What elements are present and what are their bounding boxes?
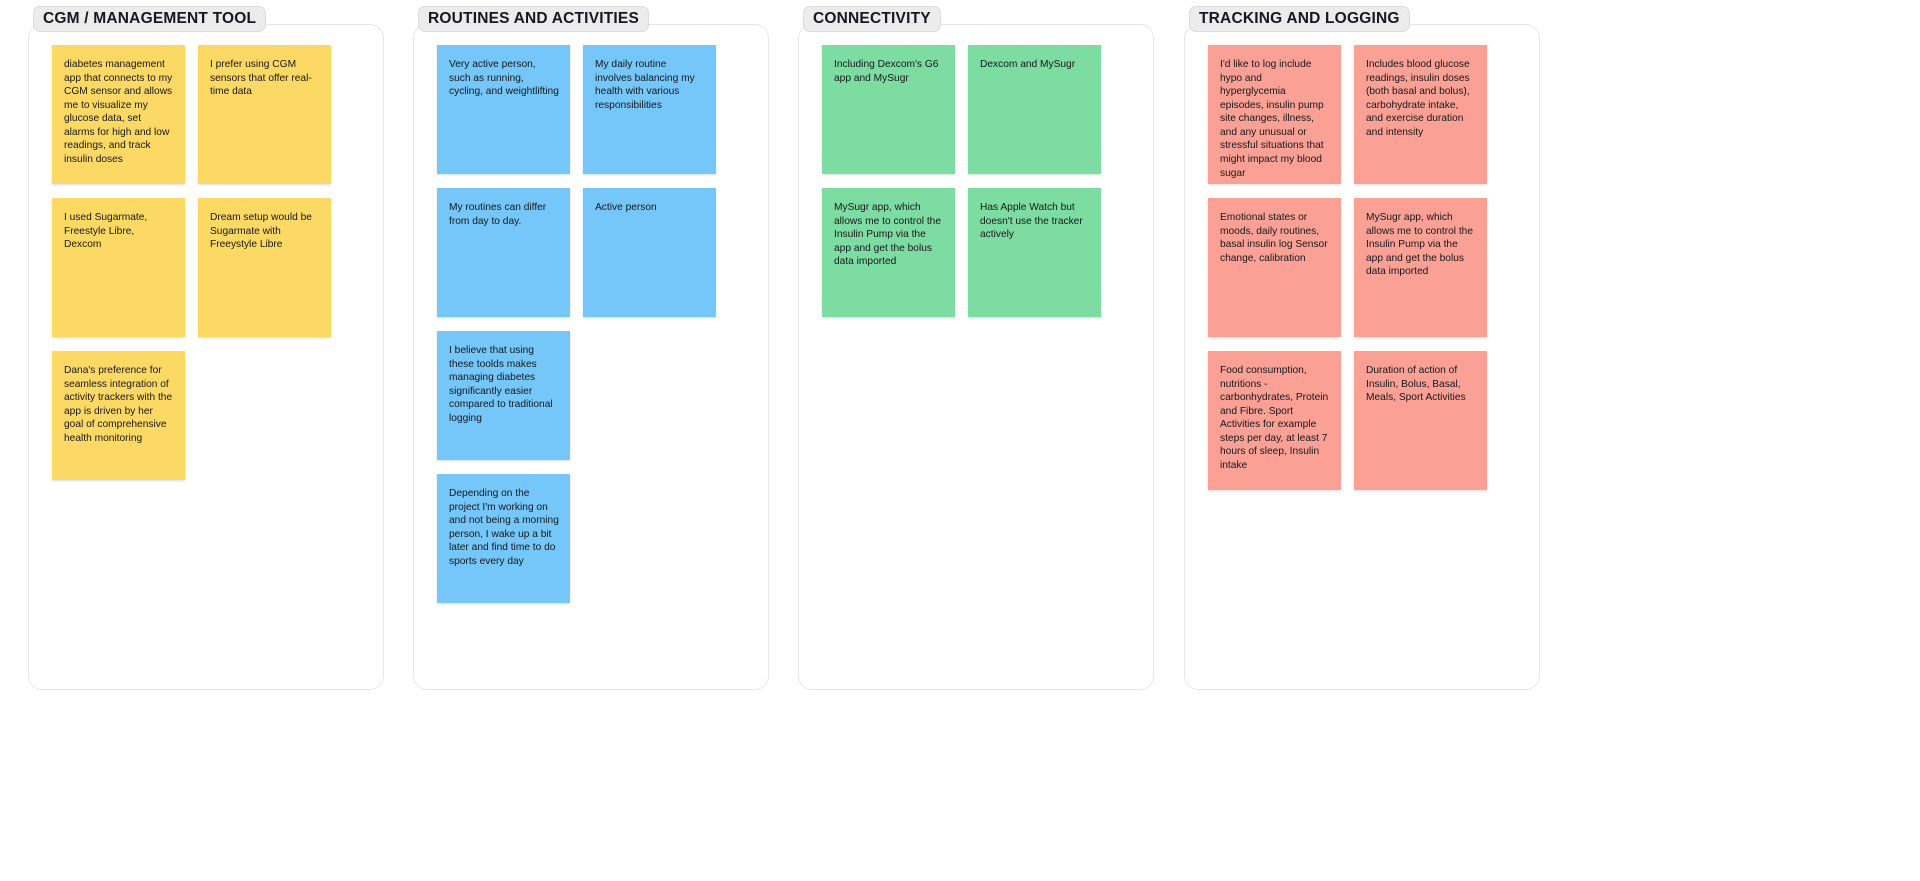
note-stack-left: diabetes management app that connects to… xyxy=(52,45,185,494)
sticky-note[interactable]: I believe that using these toolds makes … xyxy=(437,331,570,460)
column-cgm-management-tool[interactable]: CGM / MANAGEMENT TOOL diabetes management… xyxy=(28,6,384,690)
notes-area: I'd like to log include hypo and hypergl… xyxy=(1208,45,1525,679)
sticky-note[interactable]: I'd like to log include hypo and hypergl… xyxy=(1208,45,1341,184)
note-stack-right: My daily routine involves balancing my h… xyxy=(583,45,716,331)
sticky-note-text: Very active person, such as running, cyc… xyxy=(449,59,559,98)
sticky-note[interactable]: Dana's preference for seamless integrati… xyxy=(52,351,185,480)
sticky-note-text: I prefer using CGM sensors that offer re… xyxy=(210,59,312,98)
notes-area: diabetes management app that connects to… xyxy=(52,45,369,679)
sticky-note-text: Dana's preference for seamless integrati… xyxy=(64,365,173,444)
sticky-note[interactable]: Dexcom and MySugr xyxy=(968,45,1101,174)
column-header-tracking-and-logging[interactable]: TRACKING AND LOGGING xyxy=(1189,6,1410,33)
sticky-note-text: I'd like to log include hypo and hypergl… xyxy=(1220,59,1324,179)
column-routines-and-activities[interactable]: ROUTINES AND ACTIVITIES Very active perso… xyxy=(413,6,769,690)
sticky-note[interactable]: diabetes management app that connects to… xyxy=(52,45,185,184)
notes-area: Very active person, such as running, cyc… xyxy=(437,45,754,679)
sticky-note-text: My routines can differ from day to day. xyxy=(449,202,547,227)
sticky-note[interactable]: Including Dexcom's G6 app and MySugr xyxy=(822,45,955,174)
column-header-cgm-management-tool[interactable]: CGM / MANAGEMENT TOOL xyxy=(33,6,267,33)
column-header-routines-and-activities[interactable]: ROUTINES AND ACTIVITIES xyxy=(418,6,649,33)
sticky-note-text: I believe that using these toolds makes … xyxy=(449,345,553,424)
sticky-note[interactable]: Food consumption, nutritions - carbonhyd… xyxy=(1208,351,1341,490)
sticky-note[interactable]: Duration of action of Insulin, Bolus, Ba… xyxy=(1354,351,1487,490)
note-stack-right: Includes blood glucose readings, insulin… xyxy=(1354,45,1487,504)
note-stack-left: I'd like to log include hypo and hypergl… xyxy=(1208,45,1341,504)
column-header-connectivity[interactable]: CONNECTIVITY xyxy=(803,6,941,33)
sticky-note[interactable]: Includes blood glucose readings, insulin… xyxy=(1354,45,1487,184)
sticky-note[interactable]: Depending on the project I'm working on … xyxy=(437,474,570,603)
sticky-note-text: I used Sugarmate, Freestyle Libre, Dexco… xyxy=(64,212,148,251)
sticky-note-text: MySugr app, which allows me to control t… xyxy=(834,202,942,268)
note-stack-left: Very active person, such as running, cyc… xyxy=(437,45,570,617)
sticky-note[interactable]: MySugr app, which allows me to control t… xyxy=(822,188,955,317)
column-tracking-and-logging[interactable]: TRACKING AND LOGGING I'd like to log incl… xyxy=(1184,6,1540,690)
sticky-note-text: Emotional states or moods, daily routine… xyxy=(1220,212,1328,264)
sticky-note[interactable]: My daily routine involves balancing my h… xyxy=(583,45,716,174)
sticky-note[interactable]: Emotional states or moods, daily routine… xyxy=(1208,198,1341,337)
sticky-note-text: Dream setup would be Sugarmate with Free… xyxy=(210,212,312,251)
sticky-note-text: MySugr app, which allows me to control t… xyxy=(1366,212,1474,278)
sticky-note[interactable]: Dream setup would be Sugarmate with Free… xyxy=(198,198,331,337)
sticky-note-text: Food consumption, nutritions - carbonhyd… xyxy=(1220,365,1329,471)
sticky-note[interactable]: I prefer using CGM sensors that offer re… xyxy=(198,45,331,184)
sticky-note-text: Depending on the project I'm working on … xyxy=(449,488,559,567)
sticky-note-text: Including Dexcom's G6 app and MySugr xyxy=(834,59,939,84)
sticky-note-text: diabetes management app that connects to… xyxy=(64,59,173,165)
sticky-note-text: Active person xyxy=(595,202,657,213)
sticky-note[interactable]: Active person xyxy=(583,188,716,317)
sticky-note[interactable]: MySugr app, which allows me to control t… xyxy=(1354,198,1487,337)
sticky-note-text: Dexcom and MySugr xyxy=(980,59,1076,70)
sticky-note-text: My daily routine involves balancing my h… xyxy=(595,59,695,111)
sticky-note-text: Duration of action of Insulin, Bolus, Ba… xyxy=(1366,365,1466,404)
sticky-note[interactable]: I used Sugarmate, Freestyle Libre, Dexco… xyxy=(52,198,185,337)
column-connectivity[interactable]: CONNECTIVITY Including Dexcom's G6 app an… xyxy=(798,6,1154,690)
note-stack-right: I prefer using CGM sensors that offer re… xyxy=(198,45,331,351)
sticky-note-text: Has Apple Watch but doesn't use the trac… xyxy=(980,202,1083,241)
sticky-note[interactable]: Has Apple Watch but doesn't use the trac… xyxy=(968,188,1101,317)
sticky-note[interactable]: Very active person, such as running, cyc… xyxy=(437,45,570,174)
sticky-note-text: Includes blood glucose readings, insulin… xyxy=(1366,59,1470,138)
sticky-note[interactable]: My routines can differ from day to day. xyxy=(437,188,570,317)
